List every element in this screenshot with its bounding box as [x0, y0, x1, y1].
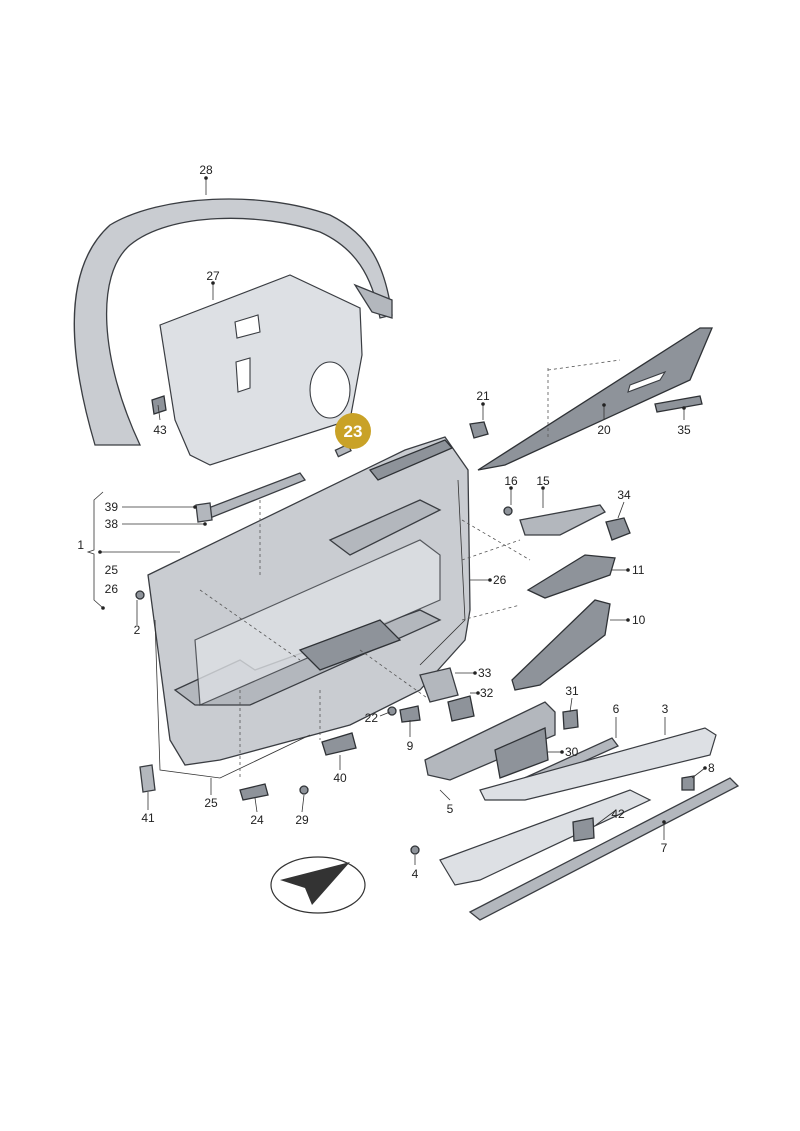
callout-31: 31	[565, 684, 579, 698]
callout-26b: 26	[493, 573, 507, 587]
part-28-frame-trim[interactable]	[73, 198, 393, 446]
callout-28: 28	[199, 163, 213, 177]
part-43-clip[interactable]	[151, 395, 167, 415]
callout-21: 21	[476, 389, 490, 403]
callout-24: 24	[250, 813, 264, 827]
callout-20: 20	[597, 423, 611, 437]
callout-27: 27	[206, 269, 220, 283]
callout-42: 42	[611, 807, 625, 821]
callout-16: 16	[504, 474, 518, 488]
callout-38: 38	[105, 517, 119, 531]
part-40-light[interactable]	[321, 732, 357, 756]
callout-11: 11	[632, 563, 645, 577]
part-20-upper-trim[interactable]	[477, 327, 713, 471]
callout-41: 41	[141, 811, 155, 825]
callout-26: 26	[105, 582, 119, 596]
part-15-inner-handle[interactable]	[519, 504, 606, 536]
part-pocket-cover[interactable]	[439, 789, 652, 886]
part-16-screw[interactable]	[503, 506, 513, 516]
leader-dots	[98, 176, 707, 824]
part-1-door-panel[interactable]	[147, 436, 471, 766]
group-1-bracket	[86, 491, 104, 609]
callout-35: 35	[677, 423, 691, 437]
part-8-clip[interactable]	[681, 775, 695, 791]
callout-10: 10	[632, 613, 646, 627]
callout-2: 2	[134, 623, 141, 637]
part-31-button[interactable]	[562, 709, 579, 730]
callout-9: 9	[407, 739, 414, 753]
part-3-armrest-cover[interactable]	[479, 727, 717, 801]
callout-4: 4	[412, 867, 419, 881]
part-29-screw[interactable]	[299, 785, 309, 795]
callout-34: 34	[617, 488, 631, 502]
callout-1: 1	[77, 538, 84, 552]
callout-22: 22	[365, 711, 379, 725]
callout-7: 7	[661, 841, 668, 855]
callout-43: 43	[153, 423, 167, 437]
callout-40: 40	[333, 771, 347, 785]
part-7-lower-strip[interactable]	[468, 777, 740, 921]
part-21-clip[interactable]	[469, 421, 489, 439]
leader-lines	[100, 178, 706, 865]
part-24-trim-piece[interactable]	[239, 783, 269, 801]
part-42-clip[interactable]	[572, 817, 595, 842]
callout-3: 3	[662, 702, 669, 716]
highlight-callout-23[interactable]: 23	[335, 413, 371, 449]
part-5-switch-module[interactable]	[424, 701, 556, 781]
part-35-handle-insert[interactable]	[654, 395, 703, 413]
assembly-lines	[199, 359, 621, 780]
part-41-reflector[interactable]	[139, 764, 156, 793]
compass-logo-icon	[270, 856, 366, 914]
part-33-switch[interactable]	[419, 667, 459, 703]
part-26-seal[interactable]	[419, 479, 466, 666]
callout-25b: 25	[204, 796, 218, 810]
part-10-armrest-trim[interactable]	[511, 599, 611, 691]
part-27-insulation-panel[interactable]	[159, 274, 363, 466]
part-22-screw[interactable]	[387, 706, 397, 716]
part-32-switch[interactable]	[447, 695, 475, 722]
part-34-switch[interactable]	[605, 517, 631, 541]
part-2-screw[interactable]	[135, 590, 145, 600]
callout-8: 8	[708, 761, 715, 775]
part-38-39-bracket[interactable]	[195, 472, 307, 523]
callout-25: 25	[105, 563, 119, 577]
callout-39: 39	[105, 500, 119, 514]
highlight-label: 23	[344, 422, 363, 441]
part-11-trim-panel[interactable]	[526, 554, 616, 599]
callout-5: 5	[447, 802, 454, 816]
callout-32: 32	[480, 686, 494, 700]
callout-30: 30	[565, 745, 579, 759]
callout-15: 15	[536, 474, 550, 488]
callout-labels: 28 27 43 21 20 35 39 38 1 25 26 2 16 15 …	[77, 163, 715, 881]
part-25-seal[interactable]	[154, 619, 311, 779]
part-4-screw[interactable]	[410, 845, 420, 855]
callout-6: 6	[613, 702, 620, 716]
part-9-clip[interactable]	[399, 705, 421, 723]
callout-29: 29	[295, 813, 309, 827]
callout-33: 33	[478, 666, 492, 680]
